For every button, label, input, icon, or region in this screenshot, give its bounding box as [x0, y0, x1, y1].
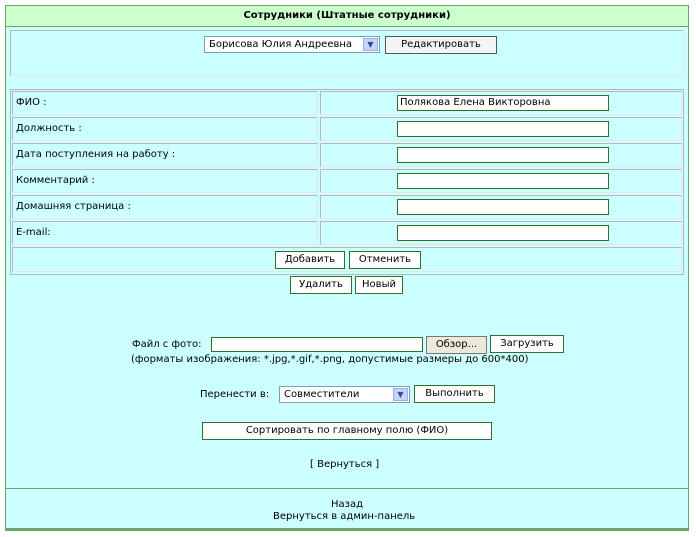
field-label-hire-date: Дата поступления на работу :	[12, 143, 318, 167]
page-title: Сотрудники (Штатные сотрудники)	[6, 6, 688, 27]
move-target-value: Совместители	[284, 389, 360, 400]
chevron-down-icon: ▼	[393, 388, 408, 401]
move-label: Перенести в:	[200, 389, 270, 400]
field-cell-email	[320, 221, 682, 245]
execute-button[interactable]: Выполнить	[414, 385, 495, 403]
divider	[6, 488, 688, 489]
form-row-position: Должность :	[12, 117, 682, 141]
employee-select[interactable]: Борисова Юлия Андреевна ▼	[204, 36, 380, 53]
form-row-comment: Комментарий :	[12, 169, 682, 193]
form-row-homepage: Домашняя страница :	[12, 195, 682, 219]
fio-field[interactable]: Полякова Елена Викторовна	[397, 95, 609, 111]
move-target-select[interactable]: Совместители ▼	[279, 386, 410, 403]
employee-selector-panel: Борисова Юлия Андреевна ▼ Редактировать	[10, 30, 684, 76]
field-label-position: Должность :	[12, 117, 318, 141]
upload-button[interactable]: Загрузить	[490, 335, 564, 353]
hire-date-field[interactable]	[397, 147, 609, 163]
field-label-fio: ФИО :	[12, 91, 318, 115]
field-cell-fio: Полякова Елена Викторовна	[320, 91, 682, 115]
comment-field[interactable]	[397, 173, 609, 189]
sort-button[interactable]: Сортировать по главному полю (ФИО)	[202, 422, 492, 440]
add-button[interactable]: Добавить	[275, 251, 345, 269]
field-cell-hire-date	[320, 143, 682, 167]
page-frame: Сотрудники (Штатные сотрудники) Борисова…	[5, 5, 689, 531]
new-button[interactable]: Новый	[355, 276, 403, 294]
back-link[interactable]: Назад	[331, 499, 364, 510]
return-link[interactable]: [ Вернуться ]	[310, 459, 380, 470]
upload-label: Файл с фото:	[132, 339, 202, 350]
edit-button[interactable]: Редактировать	[385, 36, 497, 54]
field-label-comment: Комментарий :	[12, 169, 318, 193]
photo-file-input[interactable]	[211, 337, 423, 352]
field-cell-comment	[320, 169, 682, 193]
field-label-email: E-mail:	[12, 221, 318, 245]
employee-select-value: Борисова Юлия Андреевна	[209, 39, 353, 50]
form-buttons-row: Добавить Отменить	[12, 247, 682, 272]
field-cell-position	[320, 117, 682, 141]
upload-hint: (форматы изображения: *.jpg,*.gif,*.png,…	[131, 354, 529, 365]
bottom-border	[6, 528, 688, 531]
form-row-fio: ФИО : Полякова Елена Викторовна	[12, 91, 682, 115]
employee-form-table: ФИО : Полякова Елена Викторовна Должност…	[10, 89, 684, 275]
chevron-down-icon: ▼	[363, 38, 378, 51]
cancel-button[interactable]: Отменить	[349, 251, 421, 269]
homepage-field[interactable]	[397, 199, 609, 215]
form-row-hire-date: Дата поступления на работу :	[12, 143, 682, 167]
position-field[interactable]	[397, 121, 609, 137]
admin-panel-link[interactable]: Вернуться в админ-панель	[273, 511, 416, 522]
delete-button[interactable]: Удалить	[290, 276, 352, 294]
form-row-email: E-mail:	[12, 221, 682, 245]
field-cell-homepage	[320, 195, 682, 219]
browse-button[interactable]: Обзор...	[426, 336, 487, 354]
email-field[interactable]	[397, 225, 609, 241]
field-label-homepage: Домашняя страница :	[12, 195, 318, 219]
